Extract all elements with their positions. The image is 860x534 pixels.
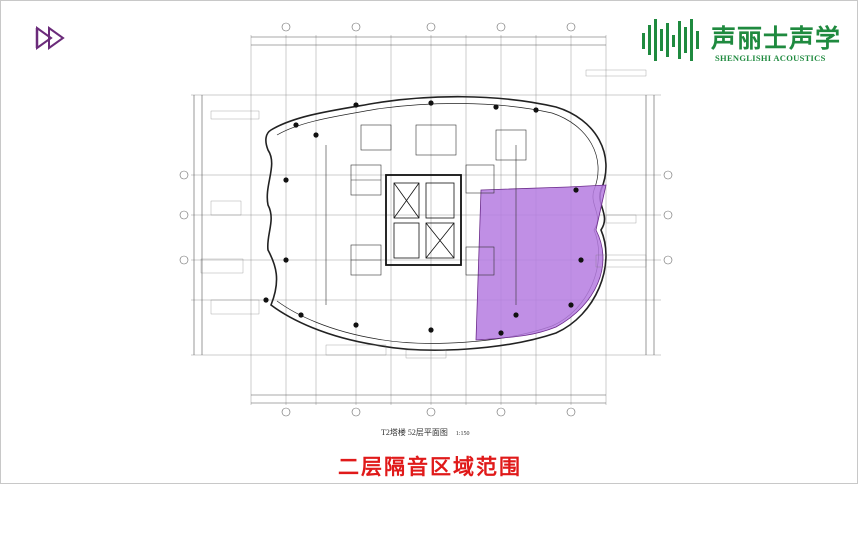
company-logo: 声丽士声学 SHENGLISHI ACOUSTICS — [641, 15, 847, 67]
page-title: 二层隔音区域范围 — [338, 455, 522, 479]
logo-name-en: SHENGLISHI ACOUSTICS — [715, 53, 826, 63]
drawing-caption: T2塔楼 52层平面图 1:150 — [381, 427, 470, 438]
logo-name-cn: 声丽士声学 — [711, 24, 842, 53]
double-play-arrow-icon[interactable] — [35, 26, 75, 50]
drawing-caption-text: T2塔楼 52层平面图 — [381, 428, 448, 437]
drawing-scale: 1:150 — [455, 431, 470, 437]
sound-wave-logo-icon — [642, 19, 699, 61]
floor-plan-drawing — [179, 22, 673, 417]
slide: 声丽士声学 SHENGLISHI ACOUSTICS — [0, 0, 858, 484]
